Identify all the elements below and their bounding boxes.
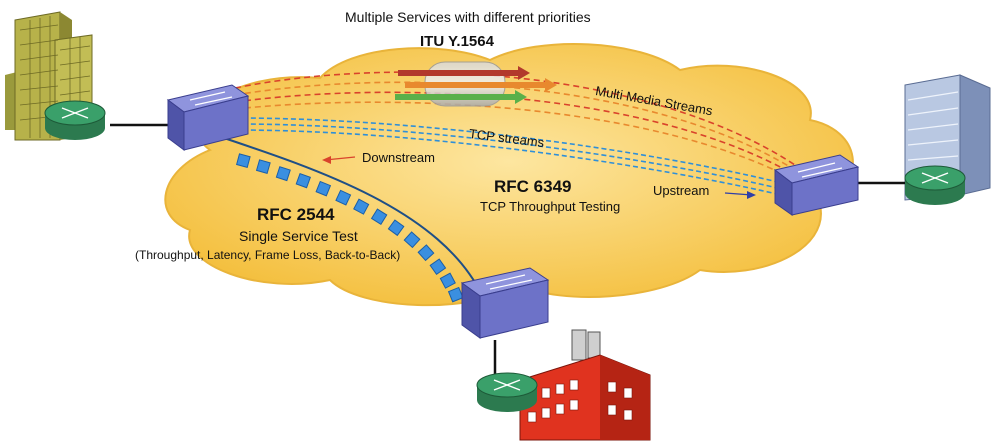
- priority-arrow-green: [395, 90, 527, 104]
- downstream-arrow: [322, 156, 356, 164]
- rfc6349-title: RFC 6349: [494, 177, 572, 196]
- downstream-label: Downstream: [362, 150, 435, 165]
- factory-icon: [519, 329, 651, 441]
- rfc2544-path: [214, 134, 483, 303]
- router-icon: [904, 165, 966, 205]
- rfc2544-title: RFC 2544: [257, 205, 335, 224]
- switch-icon: [166, 84, 250, 151]
- rfc6349-description: TCP Throughput Testing: [480, 199, 621, 214]
- router-icon: [476, 372, 538, 412]
- switch-icon: [460, 267, 550, 339]
- diagram-title: Multiple Services with different priorit…: [345, 9, 591, 25]
- priority-arrow-orange: [405, 78, 557, 92]
- upstream-arrow: [724, 191, 756, 199]
- priority-pipe: [395, 61, 557, 107]
- rfc2544-description: Single Service Test: [239, 228, 358, 244]
- itu-standard-label: ITU Y.1564: [420, 33, 494, 50]
- priority-arrow-red: [398, 66, 530, 80]
- upstream-label: Upstream: [653, 183, 710, 198]
- rfc2544-detail: (Throughput, Latency, Frame Loss, Back-t…: [135, 248, 401, 262]
- multimedia-streams: [234, 71, 796, 181]
- router-icon: [44, 100, 106, 140]
- switch-icon: [773, 154, 860, 216]
